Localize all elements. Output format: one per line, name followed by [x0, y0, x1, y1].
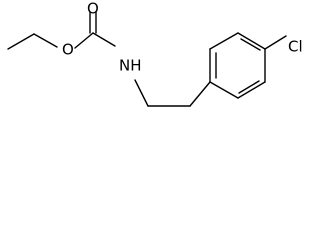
nitrogen-label: NH — [119, 57, 142, 75]
nitrogen-ch2-bond — [134, 79, 149, 107]
ethyl-ch3-ch2-bond — [7, 33, 35, 50]
ester-o-carbonyl-bond — [74, 32, 94, 49]
carbonyl-oxygen-label: O — [87, 0, 99, 18]
ethyl-ch2-o-bond — [33, 33, 58, 48]
ch2-ring-bond — [189, 81, 211, 107]
carbonyl-nitrogen-bond — [92, 32, 116, 47]
ring-chlorine-bond — [264, 35, 287, 50]
chlorine-label: Cl — [288, 38, 303, 56]
ring-inner-double-2 — [240, 38, 261, 51]
ring-inner-double-3 — [238, 80, 260, 94]
ring-bond-6 — [209, 81, 239, 99]
ring-bond-2 — [209, 32, 239, 50]
ring-bond-3 — [237, 32, 266, 50]
chemical-structure: O O NH Cl — [7, 0, 303, 107]
ester-oxygen-label: O — [62, 41, 74, 59]
ring-bond-5 — [237, 81, 266, 99]
